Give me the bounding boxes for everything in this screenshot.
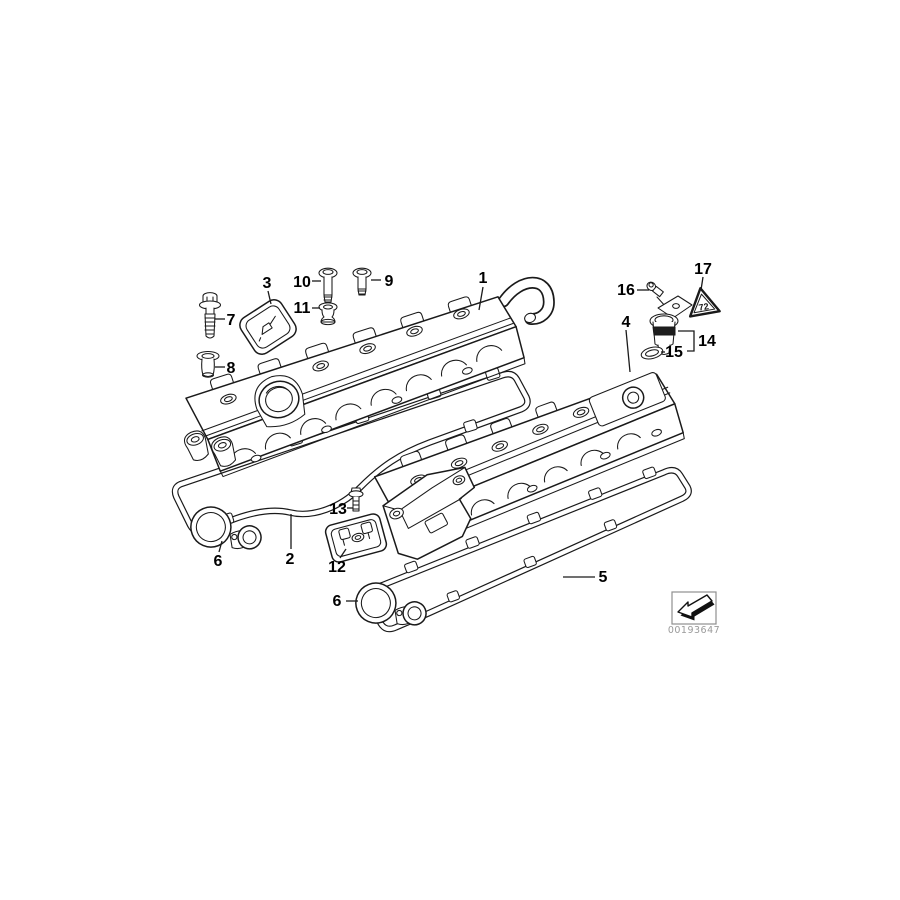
watermark: 00193647 [668, 591, 720, 636]
screw-10 [318, 267, 338, 303]
callout-8[interactable]: 8 [227, 360, 236, 377]
callout-11[interactable]: 11 [294, 300, 311, 317]
callout-16[interactable]: 16 [617, 282, 635, 299]
watermark-code: 00193647 [668, 625, 720, 636]
callout-10[interactable]: 10 [293, 274, 311, 291]
leader-lines [215, 276, 704, 602]
valve-cover-left [183, 276, 555, 478]
o-ring-15 [640, 346, 664, 360]
callout-14[interactable]: 14 [698, 333, 716, 350]
bolt-7 [198, 292, 222, 339]
oil-can-icon [258, 315, 276, 342]
callout-1[interactable]: 1 [479, 270, 488, 287]
callout-6a[interactable]: 6 [214, 553, 223, 570]
callout-9[interactable]: 9 [385, 273, 394, 290]
callout-4[interactable]: 4 [622, 314, 631, 331]
valve-cover-right [373, 372, 685, 560]
callout-17[interactable]: 17 [694, 261, 712, 278]
screw-16 [646, 281, 664, 298]
callout-2[interactable]: 2 [286, 551, 295, 568]
callout-7[interactable]: 7 [227, 312, 236, 329]
triangle-glyph: 72 [698, 301, 710, 313]
callout-15[interactable]: 15 [665, 344, 683, 361]
screw-9 [352, 267, 372, 296]
callout-12[interactable]: 12 [328, 559, 346, 576]
grommet-11 [318, 302, 338, 326]
camshaft-sensor-14 [649, 295, 693, 356]
cover-plate-12 [324, 513, 388, 563]
direction-arrow-icon [677, 594, 715, 621]
callout-3[interactable]: 3 [263, 275, 272, 292]
spectacle-gasket-6a [190, 506, 262, 550]
callout-labels: 7 8 3 10 11 9 1 2 6 13 12 6 5 4 16 17 14… [214, 261, 716, 610]
oil-filler-cap-3 [239, 299, 297, 355]
warning-triangle-icon: 72 [688, 287, 721, 318]
callout-5[interactable]: 5 [599, 569, 608, 586]
screw-13 [348, 487, 364, 512]
callout-6b[interactable]: 6 [333, 593, 342, 610]
callout-13[interactable]: 13 [329, 501, 347, 518]
grommet-8 [196, 350, 220, 378]
spectacle-gasket-6b [355, 582, 427, 626]
